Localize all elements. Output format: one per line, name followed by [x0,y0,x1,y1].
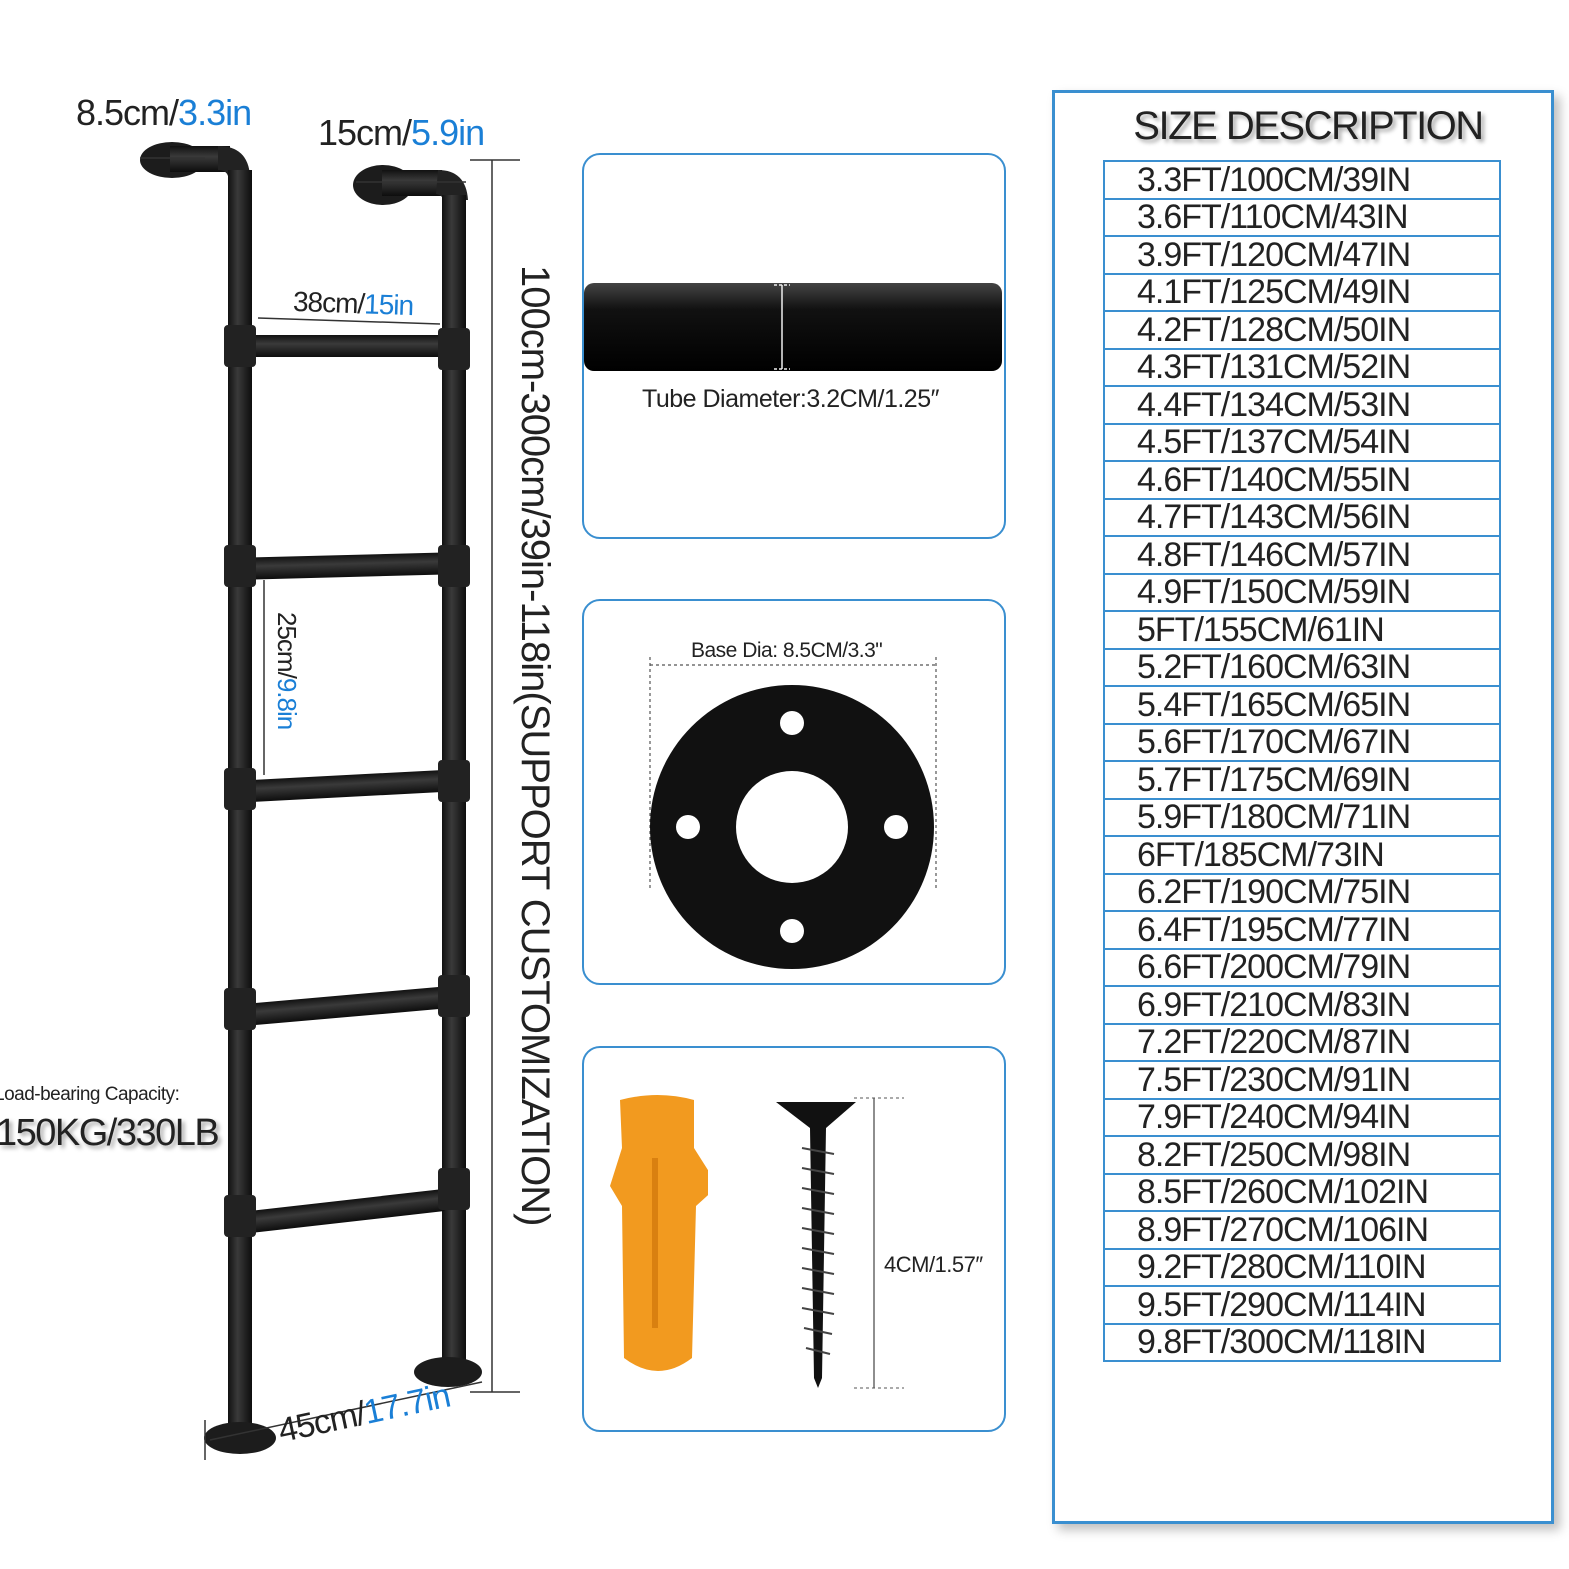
screw-length-dimension [854,1097,904,1389]
table-row: 6.9FT/210CM/83IN [1103,985,1501,1025]
table-row: 4.6FT/140CM/55IN [1103,460,1501,500]
size-cell: 4.2FT/128CM/50IN [1103,310,1501,350]
wall-anchor-image [610,1095,708,1371]
size-cell: 7.5FT/230CM/91IN [1103,1060,1501,1100]
size-cell: 4.6FT/140CM/55IN [1103,460,1501,500]
table-row: 5.9FT/180CM/71IN [1103,797,1501,837]
table-row: 3.6FT/110CM/43IN [1103,197,1501,237]
size-cell: 9.5FT/290CM/114IN [1103,1285,1501,1325]
size-cell: 6.4FT/195CM/77IN [1103,910,1501,950]
size-cell: 6.2FT/190CM/75IN [1103,872,1501,912]
size-cell: 3.3FT/100CM/39IN [1103,160,1501,200]
size-cell: 7.2FT/220CM/87IN [1103,1022,1501,1062]
size-cell: 6.9FT/210CM/83IN [1103,985,1501,1025]
dimension-cm: 15cm/ [318,112,412,153]
table-row: 5FT/155CM/61IN [1103,610,1501,650]
flange-bottom-right [414,1357,482,1387]
height-range-label: 100cm-300cm/39in-118in(SUPPORT CUSTOMIZA… [513,265,557,1226]
size-cell: 4.8FT/146CM/57IN [1103,535,1501,575]
tube-diameter-label: Tube Diameter:3.2CM/1.25″ [642,385,939,413]
size-cell: 6FT/185CM/73IN [1103,835,1501,875]
table-row: 4.1FT/125CM/49IN [1103,272,1501,312]
table-row: 6FT/185CM/73IN [1103,835,1501,875]
size-cell: 5.2FT/160CM/63IN [1103,647,1501,687]
table-row: 5.4FT/165CM/65IN [1103,685,1501,725]
screw-image [776,1102,856,1388]
table-row: 4.8FT/146CM/57IN [1103,535,1501,575]
load-capacity-value: 150KG/330LB [0,1112,220,1154]
base-flange-panel: Base Dia: 8.5CM/3.3" [582,599,1006,985]
table-row: 4.5FT/137CM/54IN [1103,422,1501,462]
size-cell: 6.6FT/200CM/79IN [1103,947,1501,987]
dimension-cm: 38cm/ [292,285,365,320]
table-row: 9.5FT/290CM/114IN [1103,1285,1501,1325]
size-cell: 4.9FT/150CM/59IN [1103,572,1501,612]
size-cell: 4.4FT/134CM/53IN [1103,385,1501,425]
ladder-rungs [224,325,470,1237]
ladder-illustration [140,142,520,1460]
flange-image [649,657,937,969]
table-row: 5.7FT/175CM/69IN [1103,760,1501,800]
table-row: 4.7FT/143CM/56IN [1103,497,1501,537]
size-description-title: SIZE DESCRIPTION [1133,104,1484,148]
size-cell: 4.3FT/131CM/52IN [1103,347,1501,387]
size-cell: 8.9FT/270CM/106IN [1103,1210,1501,1250]
size-cell: 4.5FT/137CM/54IN [1103,422,1501,462]
hardware-panel: 4CM/1.57″ [582,1046,1006,1432]
dimension-inch: 15in [363,288,414,322]
size-cell: 3.9FT/120CM/47IN [1103,235,1501,275]
flange-top-left [140,142,250,178]
size-cell: 5.7FT/175CM/69IN [1103,760,1501,800]
screw-length-label: 4CM/1.57″ [884,1252,983,1277]
table-row: 4.3FT/131CM/52IN [1103,347,1501,387]
table-row: 8.5FT/260CM/102IN [1103,1172,1501,1212]
size-cell: 4.1FT/125CM/49IN [1103,272,1501,312]
table-row: 4.4FT/134CM/53IN [1103,385,1501,425]
flange-top-right [353,165,468,205]
dimension-inch: 9.8in [272,677,302,730]
tube-image [584,283,1002,371]
size-cell: 4.7FT/143CM/56IN [1103,497,1501,537]
dimension-lines [140,157,520,1460]
base-diameter-label: Base Dia: 8.5CM/3.3" [691,639,883,662]
table-row: 7.9FT/240CM/94IN [1103,1097,1501,1137]
table-row: 6.6FT/200CM/79IN [1103,947,1501,987]
table-row: 4.9FT/150CM/59IN [1103,572,1501,612]
table-row: 4.2FT/128CM/50IN [1103,310,1501,350]
table-row: 8.9FT/270CM/106IN [1103,1210,1501,1250]
size-cell: 9.2FT/280CM/110IN [1103,1247,1501,1287]
table-row: 6.2FT/190CM/75IN [1103,872,1501,912]
table-row: 5.6FT/170CM/67IN [1103,722,1501,762]
size-cell: 5.6FT/170CM/67IN [1103,722,1501,762]
table-row: 9.2FT/280CM/110IN [1103,1247,1501,1287]
size-cell: 5FT/155CM/61IN [1103,610,1501,650]
size-cell: 9.8FT/300CM/118IN [1103,1322,1501,1362]
flange-top-left-dimension: 8.5cm/3.3in [76,92,252,134]
size-cell: 3.6FT/110CM/43IN [1103,197,1501,237]
load-capacity-label: Load-bearing Capacity: [0,1084,180,1105]
table-row: 6.4FT/195CM/77IN [1103,910,1501,950]
size-cell: 5.9FT/180CM/71IN [1103,797,1501,837]
size-cell: 8.5FT/260CM/102IN [1103,1172,1501,1212]
tube-diameter-panel: Tube Diameter:3.2CM/1.25″ [582,153,1006,539]
table-row: 7.2FT/220CM/87IN [1103,1022,1501,1062]
table-row: 3.3FT/100CM/39IN [1103,160,1501,200]
width-dimension: 38cm/15in [292,285,414,322]
flange-top-right-dimension: 15cm/5.9in [318,112,485,154]
size-cell: 7.9FT/240CM/94IN [1103,1097,1501,1137]
table-row: 3.9FT/120CM/47IN [1103,235,1501,275]
table-row: 7.5FT/230CM/91IN [1103,1060,1501,1100]
dimension-cm: 8.5cm/ [76,92,179,133]
rung-spacing-dimension: 25cm/9.8in [271,612,302,729]
table-row: 5.2FT/160CM/63IN [1103,647,1501,687]
dimension-inch: 3.3in [178,92,252,133]
size-cell: 8.2FT/250CM/98IN [1103,1135,1501,1175]
dimension-inch: 5.9in [411,112,485,153]
table-row: 8.2FT/250CM/98IN [1103,1135,1501,1175]
flange-bottom-left [204,1422,276,1454]
dimension-cm: 25cm/ [272,612,302,678]
table-row: 9.8FT/300CM/118IN [1103,1322,1501,1362]
size-cell: 5.4FT/165CM/65IN [1103,685,1501,725]
